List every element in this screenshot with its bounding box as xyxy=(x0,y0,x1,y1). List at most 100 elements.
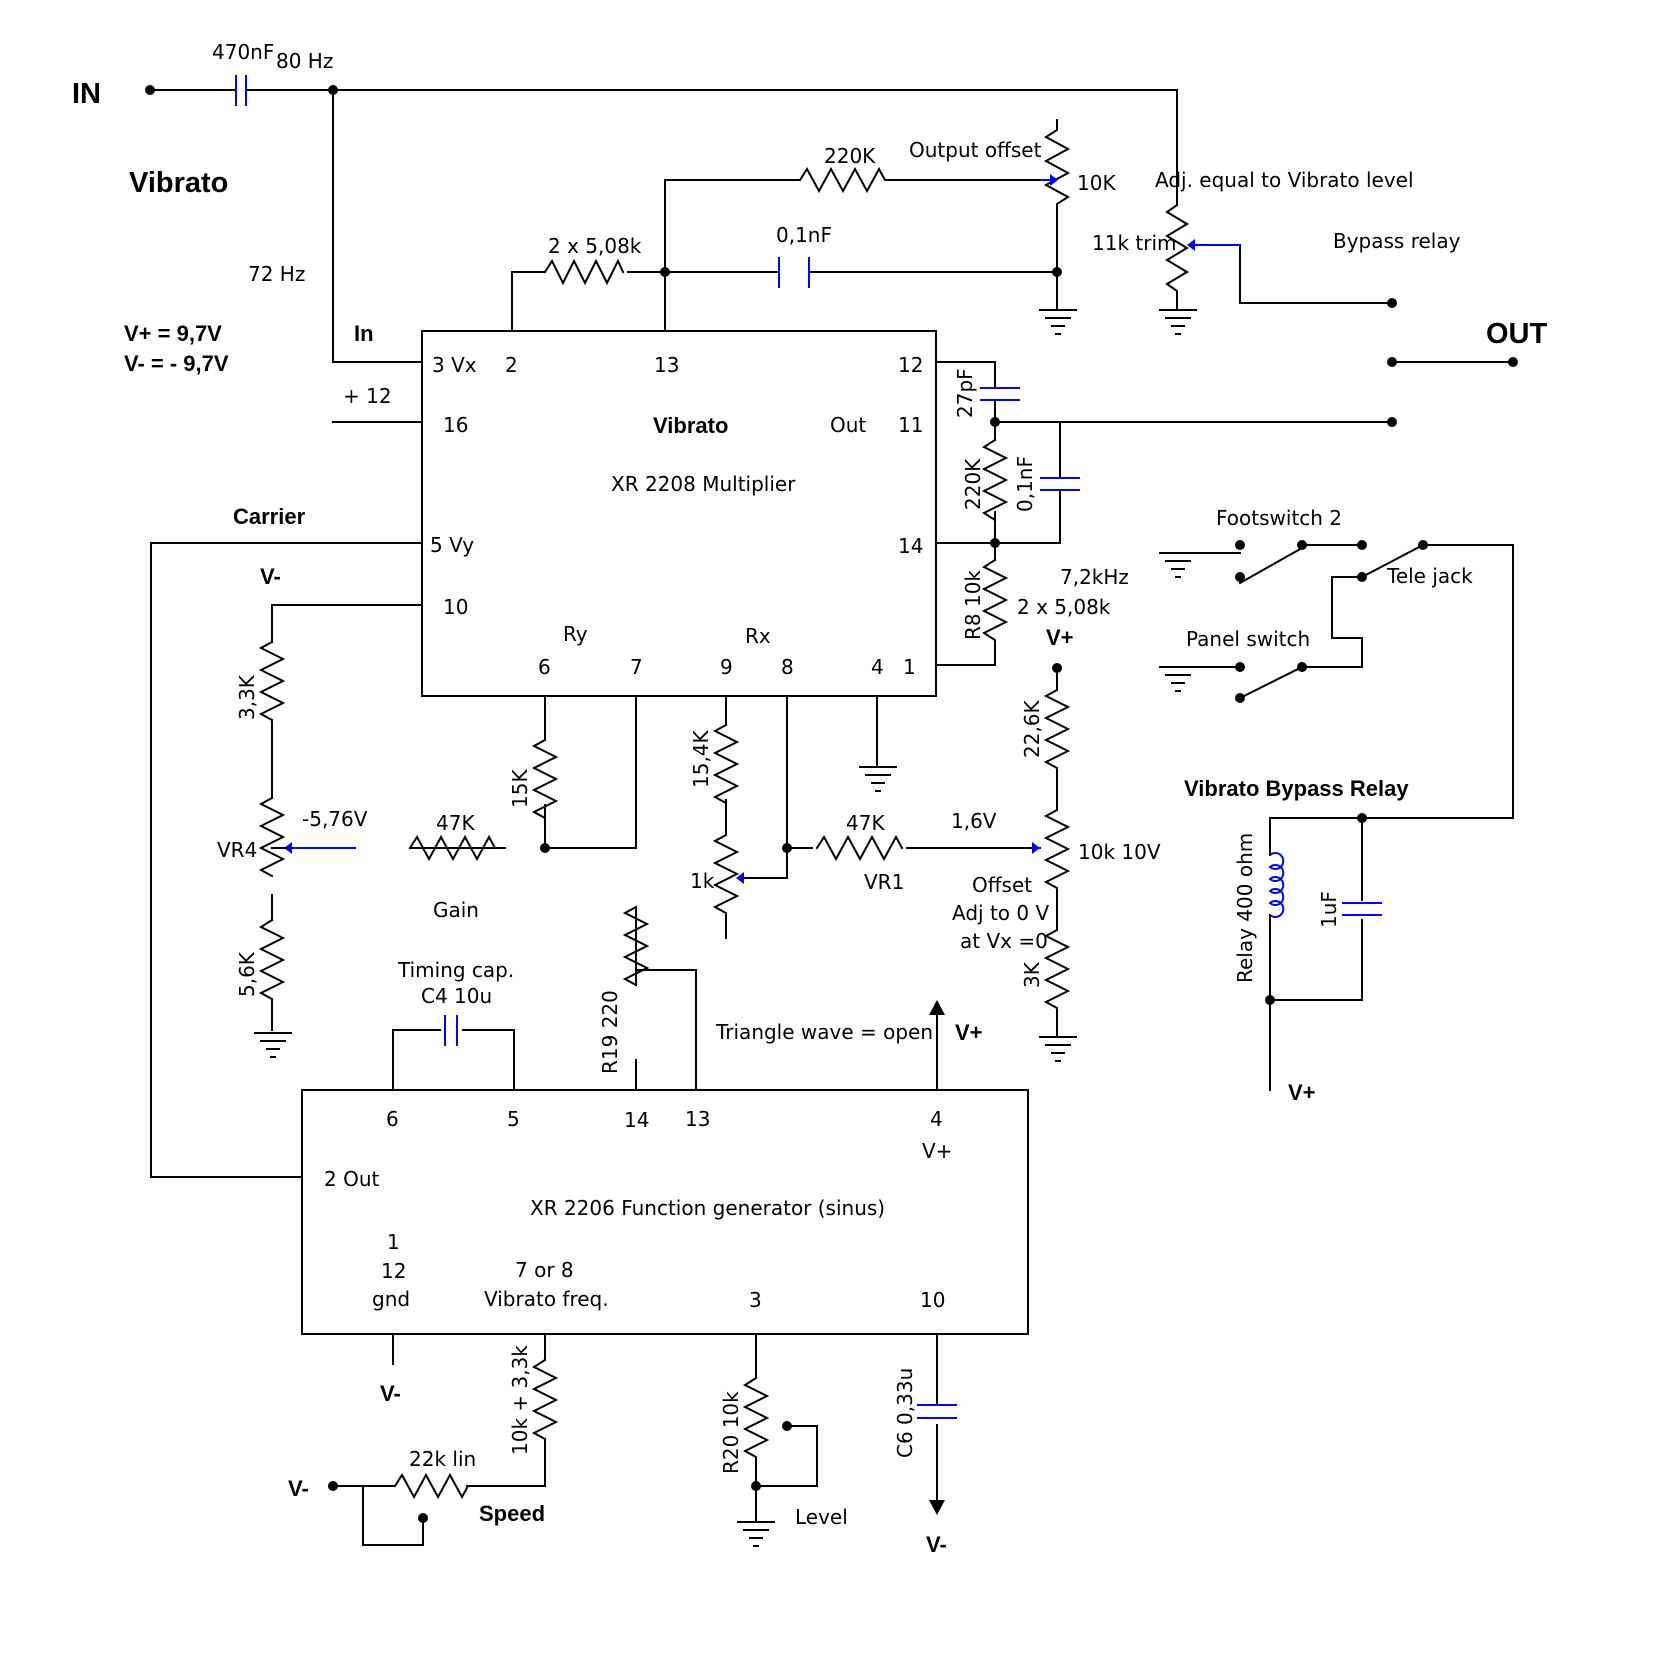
ic2206-pin4: 4 xyxy=(930,1107,943,1131)
label-vminus-d: V- xyxy=(926,1532,947,1557)
label-15k4: 15,4K xyxy=(689,729,713,788)
capacitor-01nf-top xyxy=(778,257,810,288)
label-72hz: 72 Hz xyxy=(248,262,305,286)
ic2208-pin1: 1 xyxy=(903,655,916,679)
label-pot-1k: 1k xyxy=(690,869,715,893)
pot-10k-10v xyxy=(1032,808,1071,890)
label-timing2: C4 10u xyxy=(421,984,492,1008)
pot-vr4 xyxy=(258,796,355,878)
wires xyxy=(149,89,1514,1546)
label-01nf-top: 0,1nF xyxy=(776,223,832,247)
label-2x508-top: 2 x 5,08k xyxy=(548,234,642,258)
ic2208-subtitle: XR 2208 Multiplier xyxy=(611,472,796,496)
label-220k-top: 220K xyxy=(824,144,876,168)
label-carrier: Carrier xyxy=(233,504,306,529)
label-11k-trim: 11k trim xyxy=(1092,231,1177,255)
label-gain: Gain xyxy=(433,898,479,922)
label-470nf: 470nF xyxy=(212,40,274,64)
label-22k6: 22,6K xyxy=(1020,699,1044,758)
capacitor-470nf xyxy=(235,75,247,106)
label-offset1: Offset xyxy=(972,873,1032,897)
label-220k-v: 220K xyxy=(961,458,985,510)
ground-symbols xyxy=(254,309,1197,1547)
pot-22k-lin xyxy=(393,1472,486,1500)
label-2x508-b: 2 x 5,08k xyxy=(1017,595,1111,619)
label-pot-10k10v: 10k 10V xyxy=(1078,840,1161,864)
ic2208-pin10: 10 xyxy=(443,595,468,619)
resistor-5k6 xyxy=(258,918,286,1001)
ic2206-pin1: 1 xyxy=(387,1230,400,1254)
label-5k6: 5,6K xyxy=(235,951,259,997)
label-80hz: 80 Hz xyxy=(276,49,333,73)
ic2206-pin6: 6 xyxy=(386,1107,399,1131)
resistor-22k6 xyxy=(1043,688,1071,770)
resistor-2x508k-top xyxy=(543,258,625,286)
label-tele-jack: Tele jack xyxy=(1386,564,1473,588)
ic2208-pin14: 14 xyxy=(898,534,923,558)
resistor-220k-top xyxy=(798,166,887,194)
label-27pf: 27pF xyxy=(953,368,977,418)
ic2208-out: Out xyxy=(830,413,866,437)
capacitor-27pf xyxy=(980,379,1020,401)
label-bypass-relay: Bypass relay xyxy=(1333,229,1461,253)
label-r8: R8 10k xyxy=(961,570,985,640)
label-speed: Speed xyxy=(479,1501,545,1526)
label-vplus: V+ = 9,7V xyxy=(124,321,222,346)
label-plus12: + 12 xyxy=(343,384,392,408)
capacitor-c6 xyxy=(917,1404,957,1419)
label-panel-switch: Panel switch xyxy=(1186,627,1310,651)
label-01nf-v: 0,1nF xyxy=(1013,456,1037,512)
label-triangle: Triangle wave = open xyxy=(715,1020,933,1044)
resistor-r19 xyxy=(622,905,650,987)
resistor-15k4 xyxy=(712,723,740,805)
ic2206-pin5: 5 xyxy=(507,1107,520,1131)
label-offset3: at Vx =0 xyxy=(960,929,1048,953)
label-vplus-b: V+ xyxy=(955,1020,983,1045)
ic2208-pin2: 2 xyxy=(505,353,518,377)
resistor-r8 xyxy=(981,558,1009,646)
label-vminus: V- = - 9,7V xyxy=(124,351,229,376)
ic2206-pin14: 14 xyxy=(624,1108,649,1132)
label-47k-a: 47K xyxy=(436,811,475,835)
pot-1k xyxy=(712,833,744,915)
trim-11k xyxy=(1165,203,1240,309)
ic-xr2208-box xyxy=(421,330,937,697)
label-c6: C6 0,33u xyxy=(893,1368,917,1458)
ic2208-rx: Rx xyxy=(745,624,771,648)
arrows xyxy=(929,1000,945,1515)
label-r19: R19 220 xyxy=(598,990,622,1074)
label-3k3: 3,3K xyxy=(235,674,259,720)
label-vr1: VR1 xyxy=(864,870,904,894)
label-r20: R20 10k xyxy=(719,1391,743,1474)
ic2206-gnd: gnd xyxy=(372,1287,410,1311)
label-3k: 3K xyxy=(1020,961,1044,988)
ic2208-pin12: 12 xyxy=(898,353,923,377)
capacitor-c4 xyxy=(444,1015,458,1046)
ic-xr2208-labels: Vibrato XR 2208 Multiplier 3 Vx 2 13 12 … xyxy=(430,353,923,679)
ic2208-pin11: 11 xyxy=(898,413,923,437)
label-vplus-c: V+ xyxy=(1288,1080,1316,1105)
ic2208-pin4: 4 xyxy=(871,655,884,679)
label-16v: 1,6V xyxy=(951,809,997,833)
ic2208-ry: Ry xyxy=(563,622,588,646)
label-10k3k3: 10k + 3,3k xyxy=(508,1345,532,1455)
ic2206-pin13: 13 xyxy=(685,1107,710,1131)
label-title-vibrato: Vibrato xyxy=(129,167,228,199)
label-out: OUT xyxy=(1486,318,1548,350)
resistor-220k-v xyxy=(981,438,1009,526)
label-vminus-c: V- xyxy=(380,1381,401,1406)
resistor-47k-b xyxy=(815,834,904,862)
label-level: Level xyxy=(795,1505,848,1529)
label-in: IN xyxy=(72,78,101,110)
label-offset2: Adj to 0 V xyxy=(952,901,1049,925)
label-vib-bypass: Vibrato Bypass Relay xyxy=(1184,776,1409,801)
label-vr4: VR4 xyxy=(217,838,257,862)
label-relay400: Relay 400 ohm xyxy=(1233,833,1257,983)
resistor-10k3k3 xyxy=(531,1358,559,1441)
label-timing1: Timing cap. xyxy=(397,958,514,982)
ic2208-pin3: 3 Vx xyxy=(432,353,477,377)
label-vminus-a: V- xyxy=(260,564,281,589)
ic2208-pin8: 8 xyxy=(781,655,794,679)
ic2206-vibfreq: Vibrato freq. xyxy=(484,1287,609,1311)
